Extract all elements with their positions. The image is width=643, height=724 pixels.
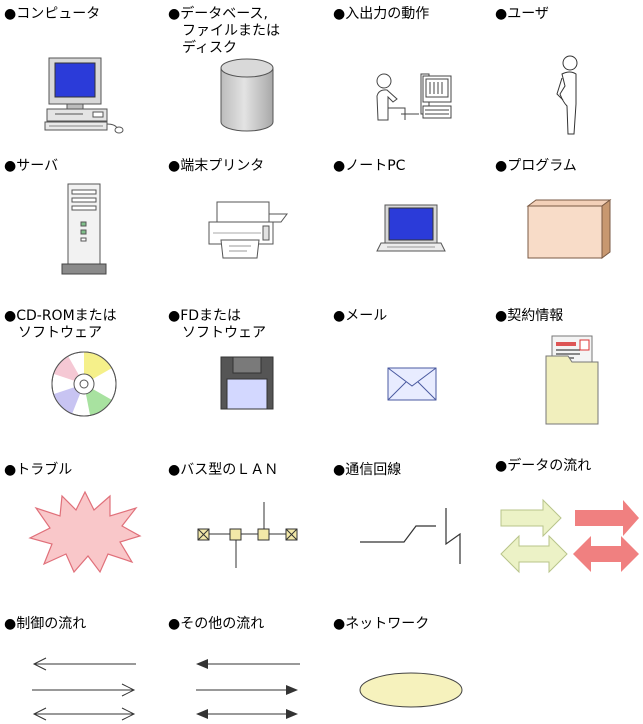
network-ellipse-icon [359,672,463,708]
legend-computer-label: ●コンピュータ [4,6,101,22]
terminal-printer-icon [208,201,288,259]
legend-notebook-pc-label: ●ノートPC [333,158,406,174]
person-at-computer-icon [376,73,452,121]
legend-terminal-printer-label: ●端末プリンタ [168,158,265,174]
legend-program-label: ●プログラム [495,158,577,174]
computer-icon [44,57,124,134]
mail-envelope-icon [387,367,437,401]
program-box-icon [526,199,612,259]
bus-lan-icon [197,502,298,568]
legend-control-flow-label: ●制御の流れ [4,616,87,632]
floppy-disk-icon [220,356,274,410]
legend-network-label: ●ネットワーク [333,616,430,632]
legend-other-flow-label: ●その他の流れ [168,616,265,632]
legend-io-operation-label: ●入出力の動作 [333,6,430,22]
other-flow-arrows-icon [196,659,300,719]
legend-trouble-label: ●トラブル [4,462,73,478]
legend-cdrom-label: ●CD-ROMまたは ソフトウェア [4,308,117,341]
control-flow-arrows-icon [32,657,136,721]
contract-envelope-icon [545,335,599,425]
user-icon [556,55,578,135]
legend-mail-label: ●メール [333,308,388,324]
legend-database-label: ●データベース, ファイルまたは ディスク [168,6,280,56]
trouble-burst-icon [28,490,142,574]
legend-user-label: ●ユーザ [495,6,549,22]
legend-data-flow-label: ●データの流れ [495,458,592,474]
legend-comm-line-label: ●通信回線 [333,462,402,478]
server-tower-icon [61,183,107,275]
legend-server-label: ●サーバ [4,158,59,174]
comm-line-icon [360,508,461,564]
data-flow-arrows-icon [500,498,639,574]
legend-fd-label: ●FDまたは ソフトウェア [168,308,266,341]
notebook-pc-icon [376,204,446,252]
legend-bus-lan-label: ●バス型のＬＡＮ [168,462,279,478]
cdrom-disc-icon [51,351,117,417]
legend-contract-label: ●契約情報 [495,308,564,324]
database-cylinder-icon [220,58,274,132]
